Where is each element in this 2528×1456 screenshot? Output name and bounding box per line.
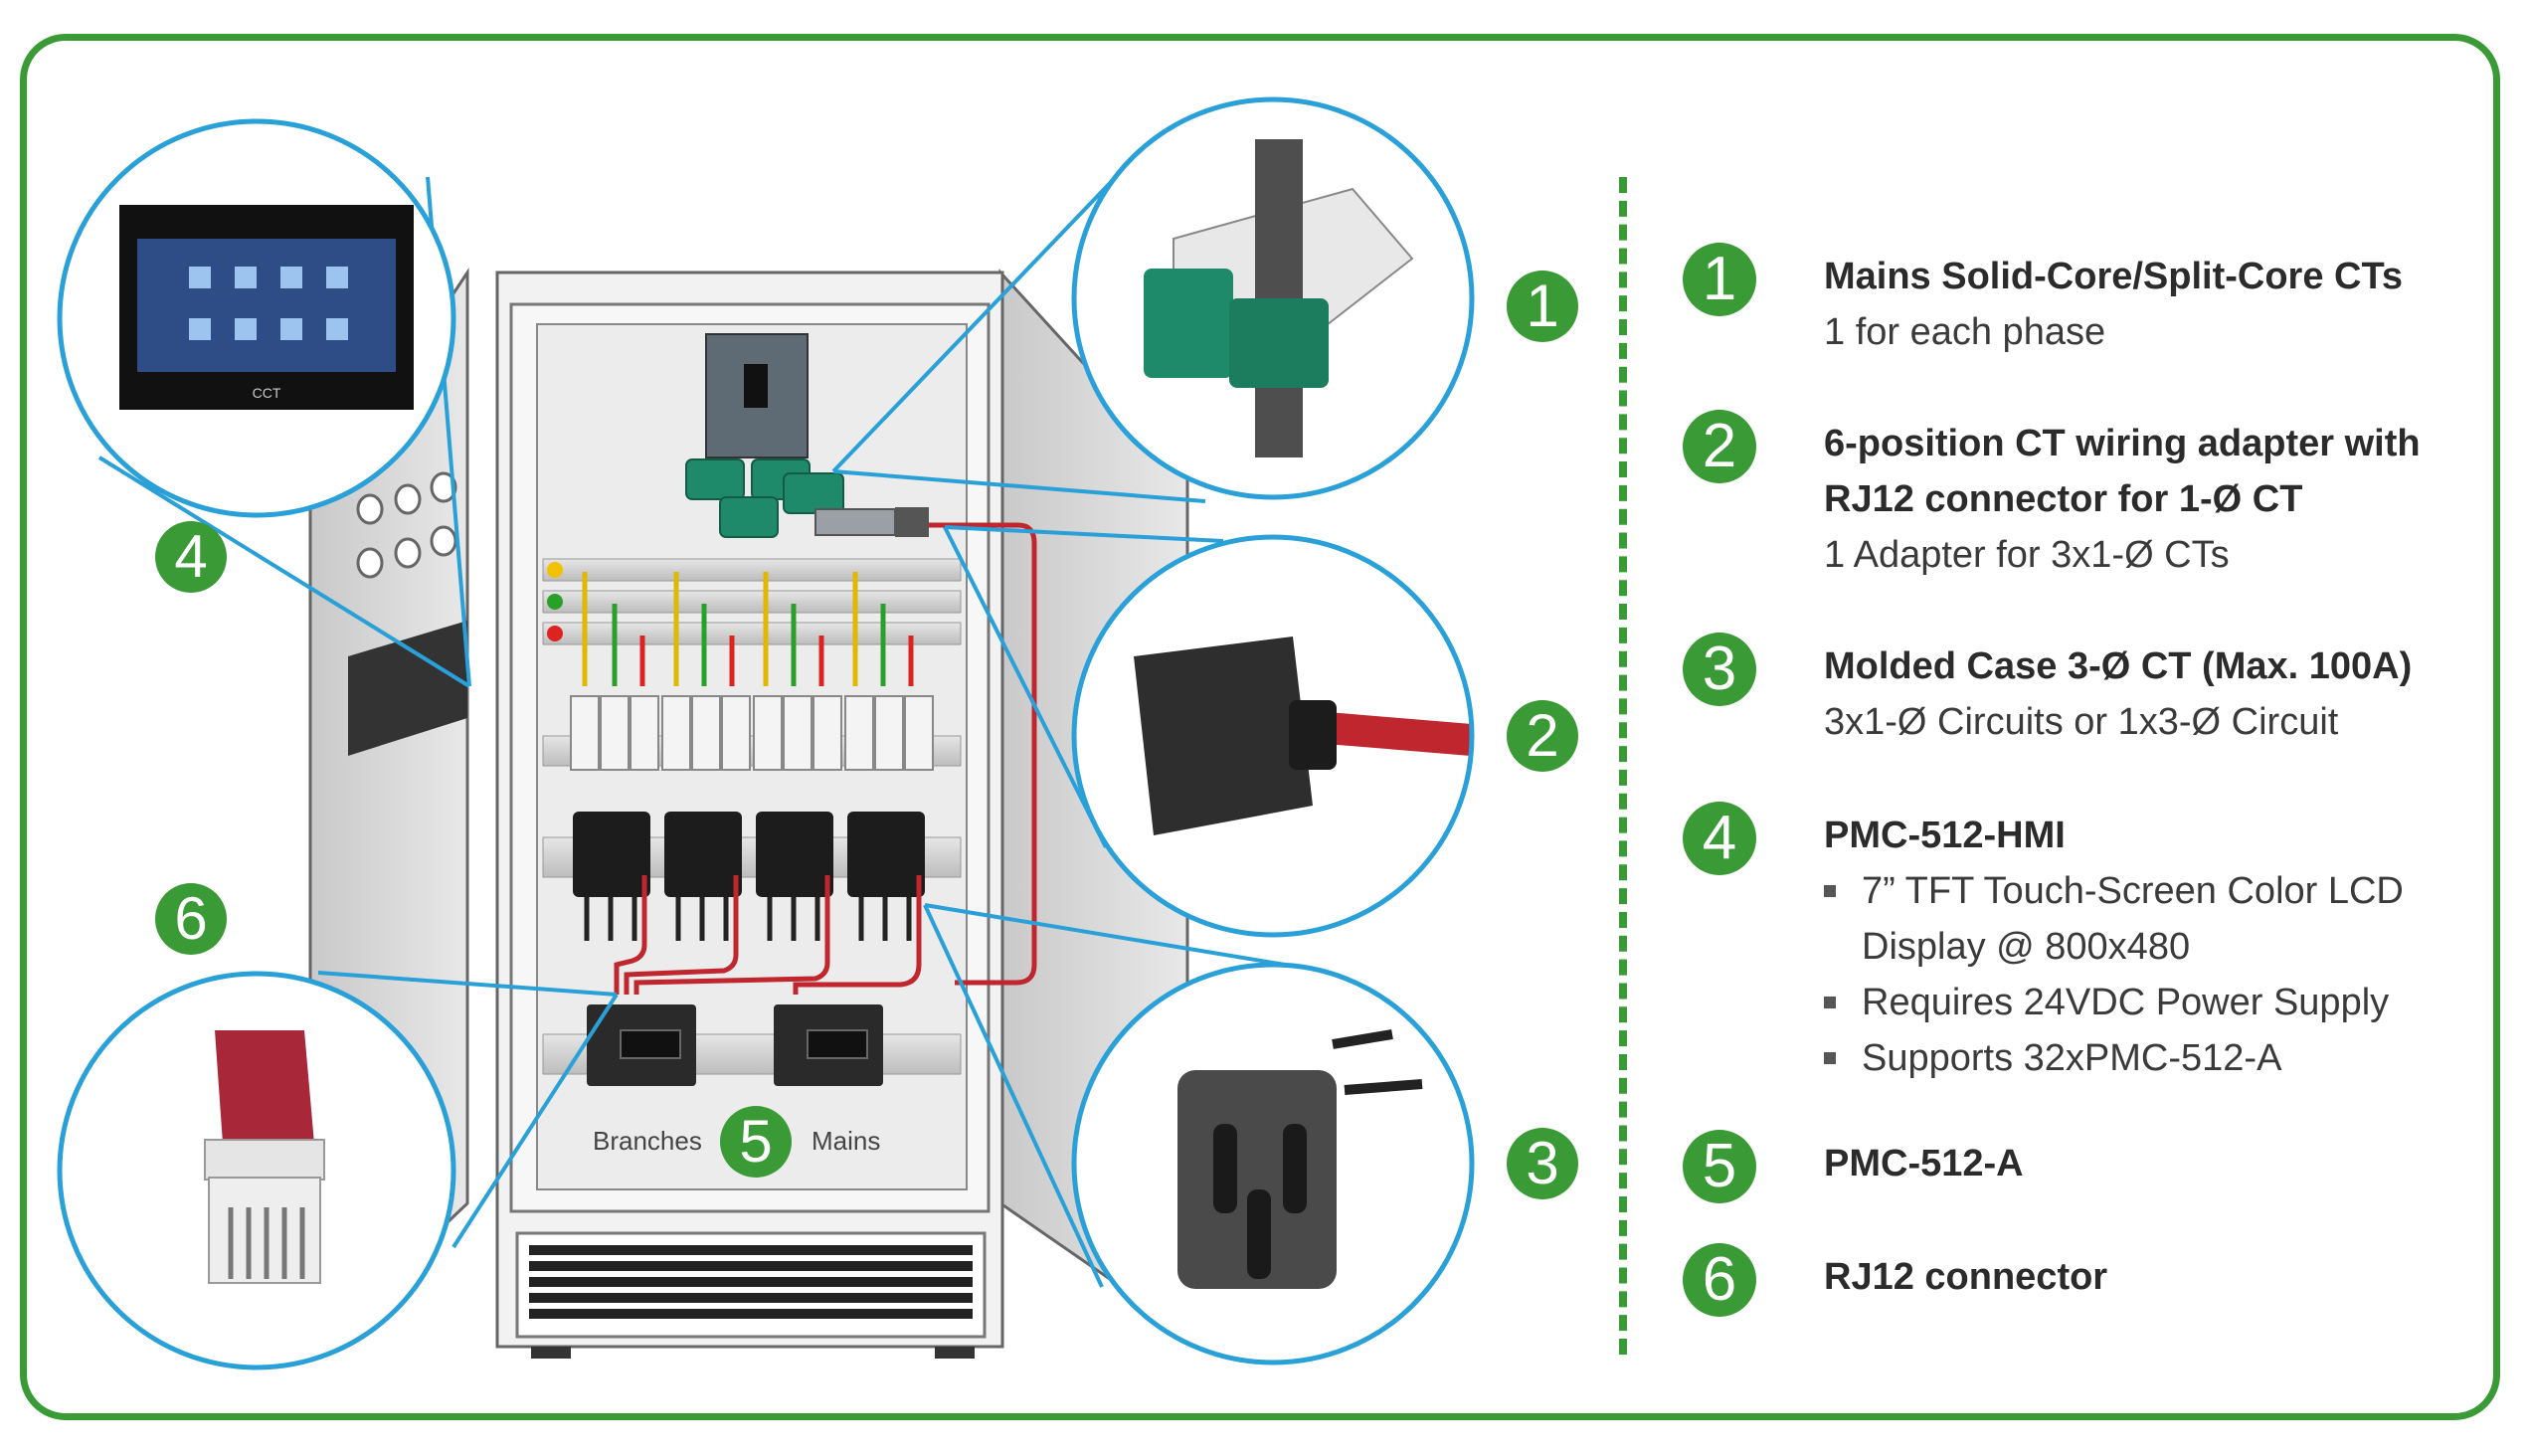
legend-detail-2: 1 Adapter for 3x1-Ø CTs bbox=[1824, 534, 2230, 576]
hmi-brand-text: CCT bbox=[253, 385, 281, 401]
legend-title-5: PMC-512-A bbox=[1824, 1143, 2024, 1184]
callout-ct-wiring-adapter bbox=[1071, 534, 1475, 938]
legend-bullet: Supports 32xPMC-512-A bbox=[1824, 1030, 2500, 1086]
callout-mains-ct bbox=[1071, 96, 1475, 500]
callout-pmc-512-hmi: CCT bbox=[57, 118, 456, 518]
legend-number-4: 4 bbox=[1683, 802, 1756, 875]
legend-divider bbox=[1619, 177, 1627, 1355]
badge-4: 4 bbox=[155, 521, 227, 593]
legend-number-3: 3 bbox=[1683, 633, 1756, 706]
callout-rj12-connector bbox=[57, 971, 456, 1370]
legend-title-3: Molded Case 3-Ø CT (Max. 100A) bbox=[1824, 645, 2413, 687]
badge-3: 3 bbox=[1507, 1128, 1578, 1199]
legend-bullet: 7” TFT Touch-Screen Color LCD Display @ … bbox=[1824, 863, 2500, 975]
door-window bbox=[348, 621, 467, 756]
branch-bus-wires bbox=[582, 572, 914, 686]
legend-bullet: Requires 24VDC Power Supply bbox=[1824, 975, 2500, 1030]
phase-a-indicator bbox=[547, 562, 563, 578]
callout-leaders bbox=[97, 176, 1286, 1288]
legend-detail-3: 3x1-Ø Circuits or 1x3-Ø Circuit bbox=[1824, 701, 2339, 743]
branch-breakers bbox=[570, 695, 934, 771]
badge-5: 5 bbox=[720, 1106, 792, 1178]
vent-slots bbox=[529, 1245, 973, 1319]
callout-molded-ct bbox=[1071, 962, 1475, 1365]
badge-1: 1 bbox=[1507, 271, 1578, 342]
cabinet-diagram: CCT bbox=[57, 96, 1475, 1370]
badge-6: 6 bbox=[155, 883, 227, 955]
adapter-rj12-plug bbox=[895, 507, 929, 537]
ct-wiring-adapter bbox=[814, 508, 896, 536]
door-knockouts bbox=[356, 471, 457, 579]
legend-title-2: 6-position CT wiring adapter with RJ12 c… bbox=[1824, 423, 2421, 520]
phase-c-indicator bbox=[547, 626, 563, 641]
legend-number-5: 5 bbox=[1683, 1130, 1756, 1203]
branches-label: Branches bbox=[593, 1126, 702, 1156]
mains-ct-cluster bbox=[685, 458, 844, 538]
legend-title-6: RJ12 connector bbox=[1824, 1256, 2108, 1298]
pmc-512-a-branches-module bbox=[587, 1004, 696, 1086]
rj12-cables bbox=[614, 522, 1037, 995]
branch-molded-cts bbox=[573, 812, 925, 897]
ct-leads bbox=[584, 897, 912, 941]
legend-number-1: 1 bbox=[1683, 243, 1756, 316]
legend-number-2: 2 bbox=[1683, 410, 1756, 483]
pmc-512-a-mains-module bbox=[774, 1004, 883, 1086]
legend-bullets-4: 7” TFT Touch-Screen Color LCD Display @ … bbox=[1824, 863, 2500, 1086]
legend-title-1: Mains Solid-Core/Split-Core CTs bbox=[1824, 256, 2404, 297]
badge-2: 2 bbox=[1507, 700, 1578, 772]
legend-number-6: 6 bbox=[1683, 1243, 1756, 1317]
main-breaker bbox=[705, 333, 809, 458]
phase-b-indicator bbox=[547, 594, 563, 610]
legend-title-4: PMC-512-HMI bbox=[1824, 815, 2066, 856]
mains-label: Mains bbox=[812, 1126, 881, 1156]
legend-detail-1: 1 for each phase bbox=[1824, 311, 2106, 353]
